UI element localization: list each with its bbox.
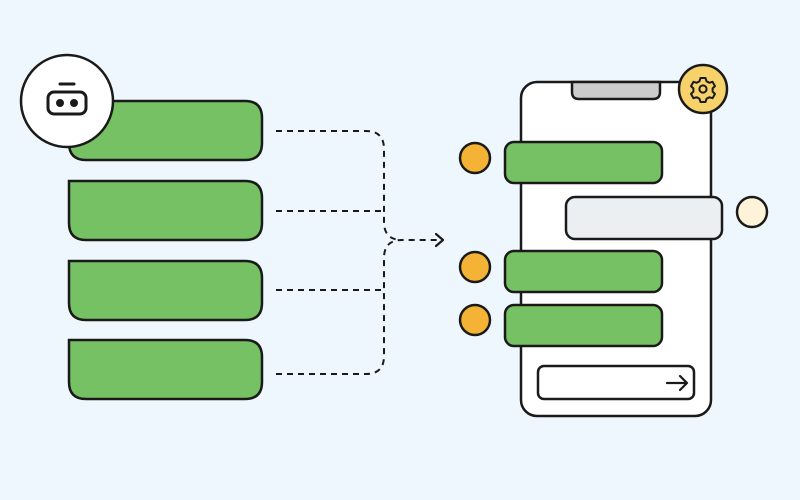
left-bubble-2 — [67, 179, 264, 242]
bot-avatar — [19, 53, 115, 149]
phone-notch — [570, 80, 662, 101]
connector-bottom — [276, 239, 440, 375]
left-bubble-4 — [67, 338, 264, 401]
dashed-connectors — [276, 130, 440, 375]
bot-message-bubble — [503, 249, 664, 294]
bot-message-dot — [458, 141, 492, 175]
bot-message-bubble — [503, 303, 664, 348]
arrow-right-icon — [665, 374, 689, 392]
connector-top — [276, 130, 403, 241]
settings-button[interactable] — [677, 63, 729, 115]
user-message-dot — [735, 195, 769, 229]
send-button[interactable] — [665, 374, 689, 392]
bot-message-dot — [458, 303, 492, 337]
bot-message-dot — [458, 250, 492, 284]
robot-face-icon — [46, 82, 88, 116]
message-input[interactable] — [536, 364, 696, 401]
left-bubble-stack — [67, 99, 264, 401]
bot-message-bubble — [503, 140, 664, 185]
gear-icon — [690, 77, 716, 103]
arrow-right-icon — [434, 232, 445, 248]
left-bubble-3 — [67, 259, 264, 322]
user-message-bubble — [564, 195, 724, 241]
phone-mockup — [458, 63, 769, 418]
